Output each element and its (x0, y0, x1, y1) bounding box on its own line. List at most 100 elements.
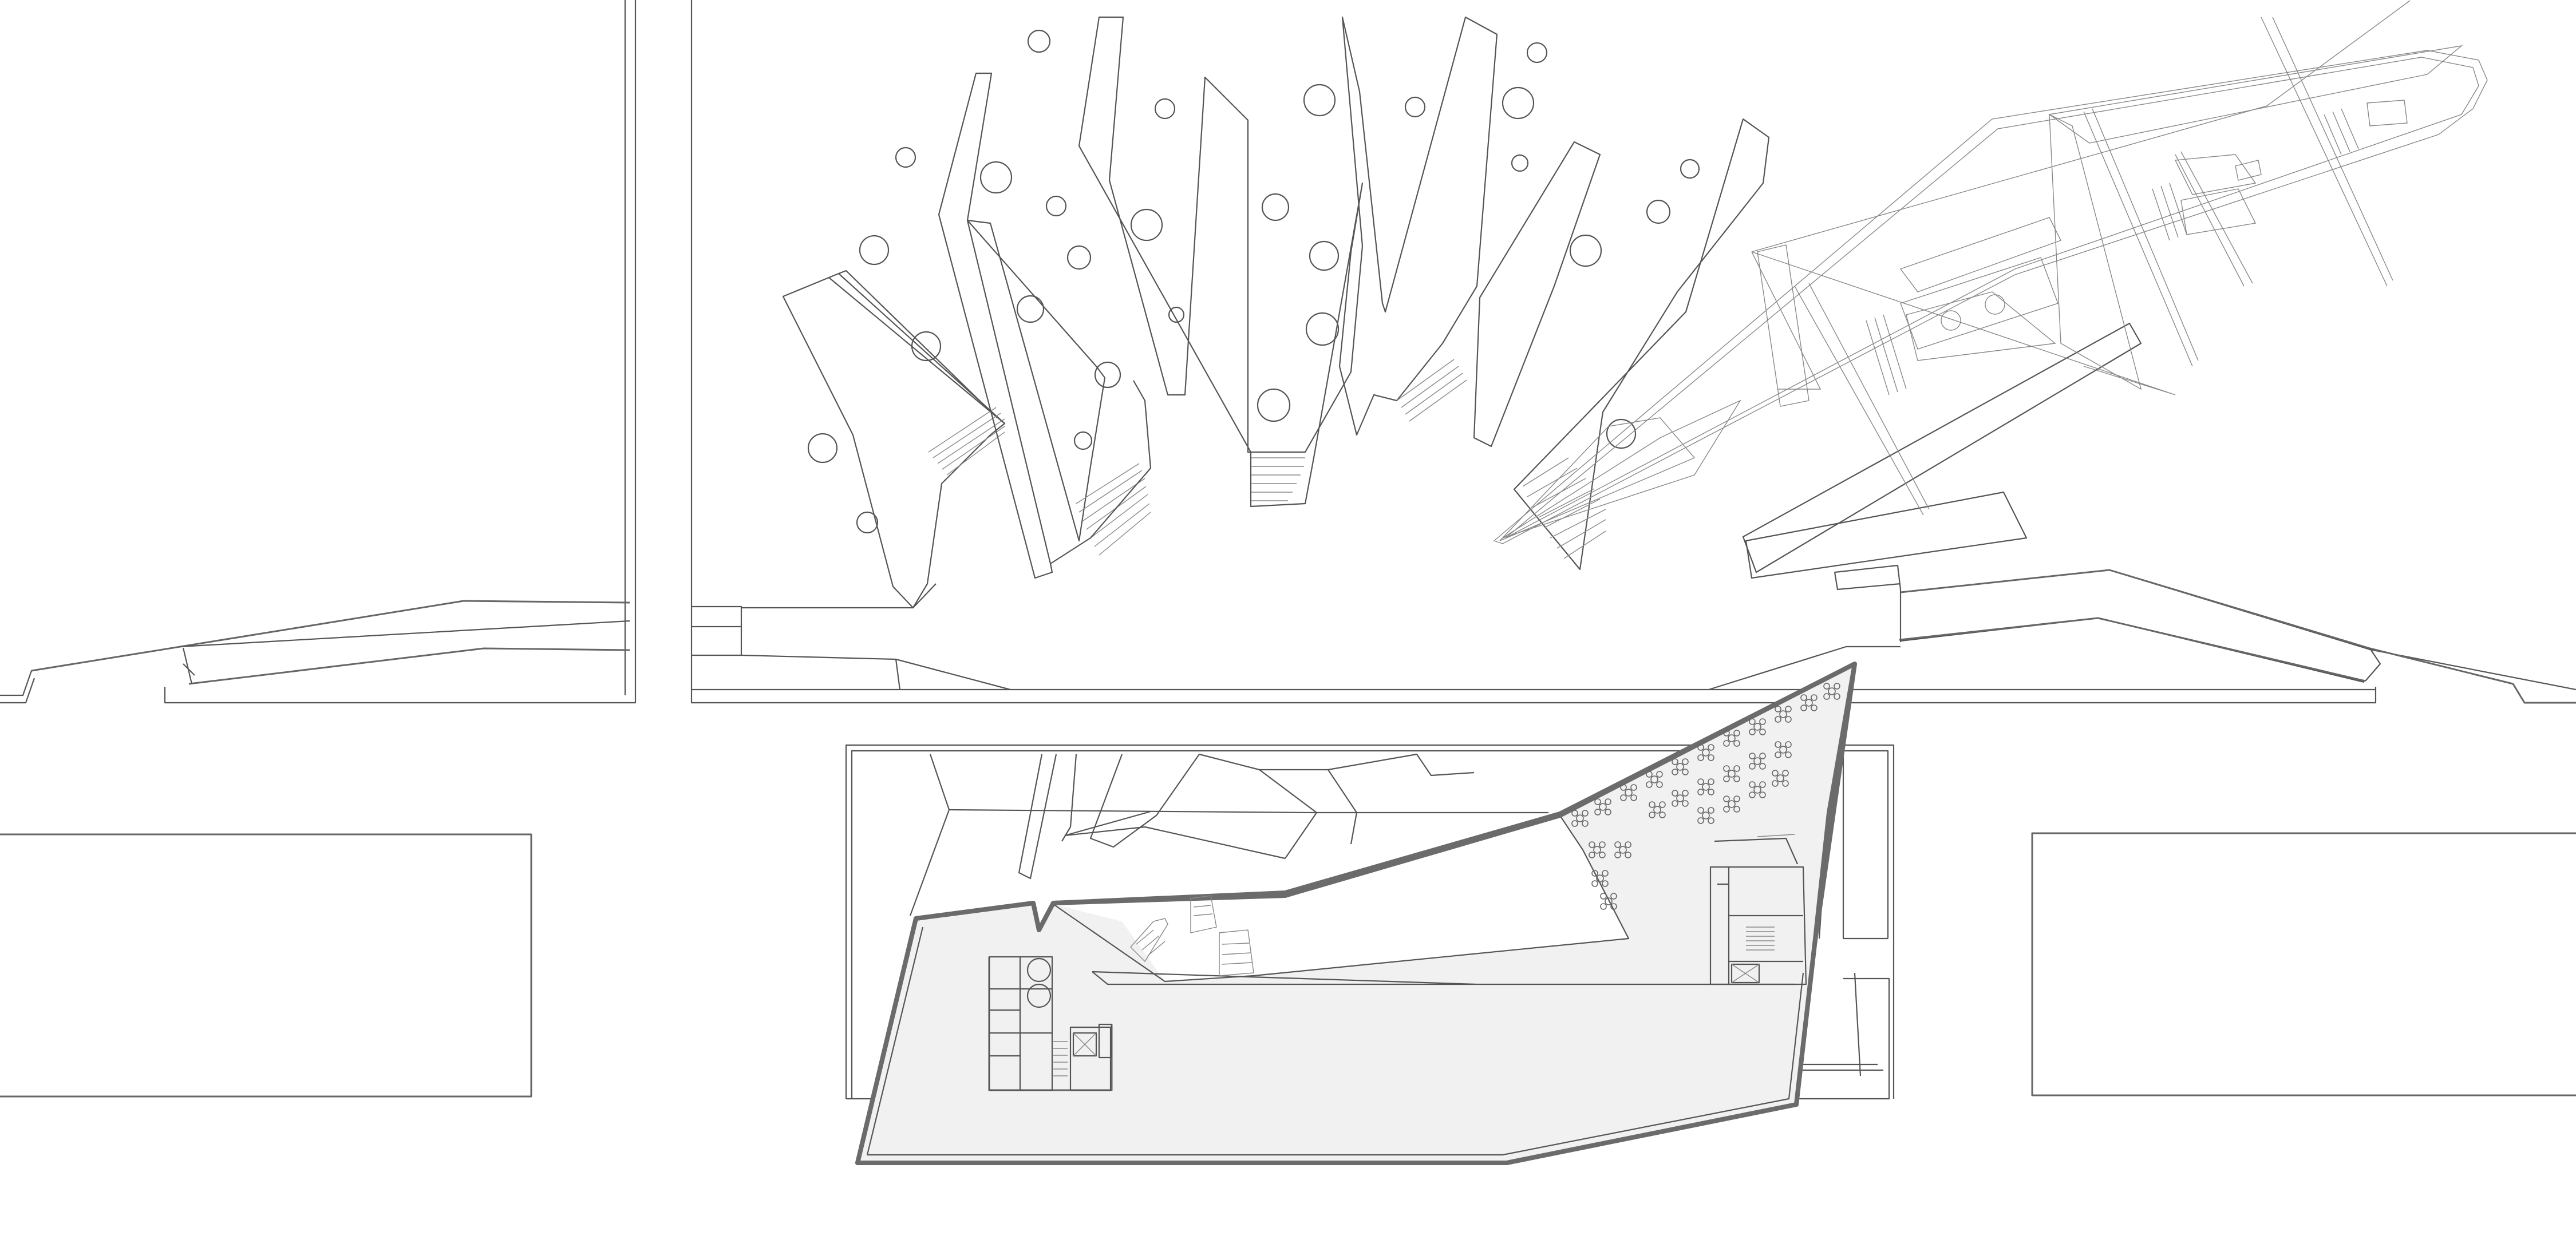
table (1702, 811, 1710, 819)
chair (1697, 754, 1704, 761)
chair (1733, 806, 1740, 813)
chair (1625, 841, 1631, 848)
chair (1599, 841, 1606, 848)
table (1779, 710, 1787, 718)
table-group (1823, 683, 1840, 700)
table-group (1749, 781, 1766, 798)
chair (1589, 852, 1595, 858)
chair (1614, 852, 1621, 858)
right-pavilion (2031, 832, 2576, 1096)
table-group (1723, 795, 1740, 813)
chair (1723, 765, 1730, 772)
table-group (1672, 758, 1689, 775)
table-group (1697, 778, 1714, 795)
chair (1723, 806, 1730, 813)
chair (1785, 741, 1792, 748)
restrooms (988, 956, 1113, 1091)
table-group (1672, 790, 1689, 807)
chair (1708, 778, 1714, 785)
chair (1649, 811, 1656, 818)
chair (1775, 706, 1781, 712)
table-group (1723, 765, 1740, 782)
chair (1759, 753, 1766, 759)
table (1805, 699, 1813, 707)
chair (1708, 744, 1714, 751)
chair (1749, 753, 1756, 759)
chair (1708, 817, 1714, 824)
table-group (1749, 718, 1766, 735)
left-pavilion (0, 833, 532, 1098)
ship-model (1493, 0, 2488, 544)
table (1593, 846, 1601, 854)
chair (1782, 780, 1789, 787)
chair (1772, 770, 1779, 777)
seating-groups (1571, 683, 1840, 910)
chair (1591, 870, 1598, 877)
chair (1656, 771, 1663, 778)
table-group (1772, 770, 1789, 787)
chair (1785, 716, 1792, 723)
chair (1759, 718, 1766, 725)
table (1779, 746, 1787, 754)
chair (1749, 729, 1756, 735)
table-group (1800, 694, 1818, 711)
central-courtyard (690, 0, 2576, 704)
chair (1708, 789, 1714, 795)
table (1599, 803, 1607, 811)
chair (1610, 893, 1617, 900)
table-group (1620, 784, 1637, 801)
table-group (1589, 841, 1606, 858)
table (1828, 687, 1836, 695)
table-group (1591, 870, 1609, 887)
chair (1697, 744, 1704, 751)
chair (1772, 780, 1779, 787)
table (1676, 763, 1684, 771)
museum-building (845, 662, 1895, 1165)
chair (1759, 729, 1766, 735)
chair (1733, 795, 1740, 802)
chair (1823, 693, 1830, 700)
left-building-block (0, 0, 637, 704)
chair (1630, 794, 1637, 801)
chair (1649, 801, 1656, 808)
table-group (1697, 744, 1714, 761)
chair (1602, 880, 1609, 887)
chair (1600, 893, 1607, 900)
chair (1749, 718, 1756, 725)
chair (1775, 716, 1781, 723)
chair (1823, 683, 1830, 690)
table-group (1646, 771, 1663, 788)
chair (1697, 817, 1704, 824)
chair (1811, 694, 1818, 701)
chair (1599, 852, 1606, 858)
table (1728, 800, 1736, 808)
chair (1697, 807, 1704, 814)
core-stairs (1709, 834, 1807, 985)
chair (1571, 810, 1578, 817)
table (1702, 749, 1710, 757)
table-group (1614, 841, 1631, 858)
chair (1834, 693, 1840, 700)
chair (1582, 820, 1589, 827)
chair (1723, 775, 1730, 782)
chair (1682, 758, 1689, 765)
table-group (1600, 893, 1617, 910)
chair (1630, 784, 1637, 791)
table (1605, 897, 1613, 905)
chair (1697, 789, 1704, 795)
chair (1605, 798, 1611, 805)
chair (1749, 781, 1756, 788)
chair (1605, 809, 1611, 815)
chair (1571, 820, 1578, 827)
chair (1646, 781, 1653, 788)
terraced-fins (782, 16, 2142, 609)
chair (1602, 870, 1609, 877)
chair (1594, 809, 1601, 815)
chair (1682, 790, 1689, 797)
chair (1834, 683, 1840, 690)
table-group (1749, 753, 1766, 770)
table (1753, 723, 1761, 731)
chair (1659, 811, 1666, 818)
table (1676, 794, 1684, 802)
